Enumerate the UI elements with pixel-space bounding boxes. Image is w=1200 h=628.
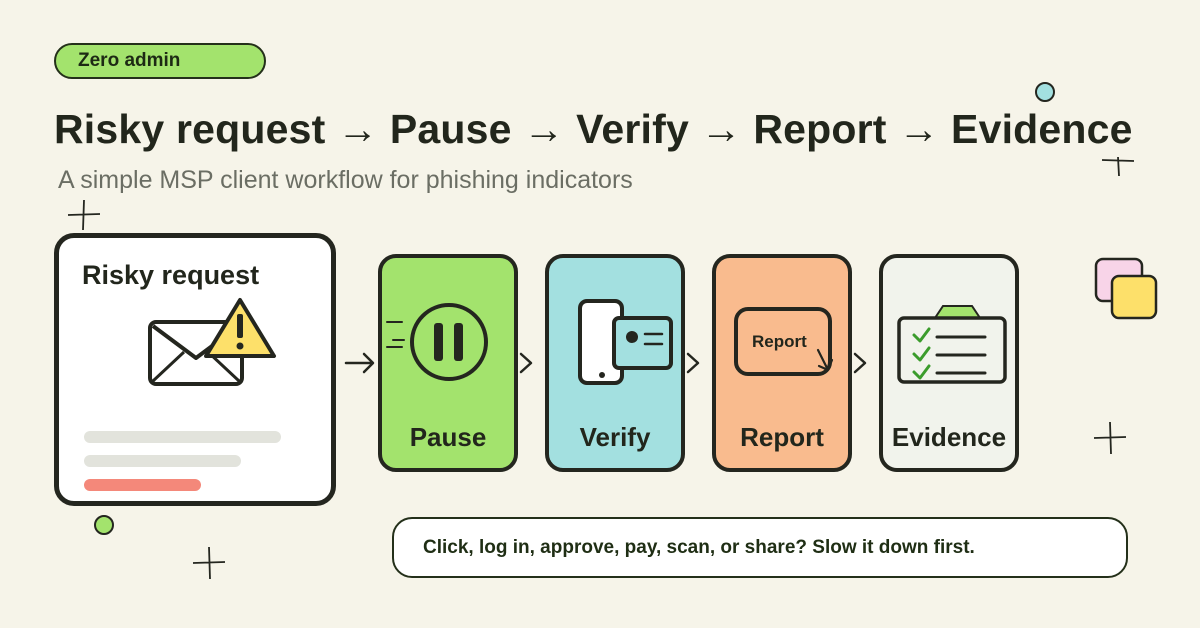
- step-label-verify: Verify: [579, 422, 651, 452]
- arrow-right-icon: [686, 352, 700, 374]
- step-label-evidence: Evidence: [891, 422, 1007, 452]
- decor-circle-icon: [1035, 82, 1055, 102]
- sparkle-icon: [1101, 156, 1135, 177]
- sticky-note-icon: [1110, 274, 1158, 320]
- page-title: Risky request → Pause → Verify → Report …: [54, 106, 1133, 152]
- arrow-right-icon: [853, 352, 867, 374]
- report-box-icon: [734, 307, 832, 376]
- sparkle-icon: [67, 199, 101, 231]
- report-icon-label: Report: [752, 332, 807, 351]
- warning-icon: [204, 298, 276, 358]
- cursor-icon: [816, 348, 834, 372]
- step-label-pause: Pause: [409, 422, 487, 452]
- step-label-report: Report: [740, 422, 824, 452]
- pause-icon: [386, 303, 488, 381]
- sparkle-icon: [1093, 421, 1127, 455]
- placeholder-line: [84, 431, 281, 443]
- alert-line: [84, 479, 201, 491]
- zero-admin-badge: Zero admin: [54, 43, 266, 79]
- arrow-right-icon: [519, 352, 533, 374]
- page-subtitle: A simple MSP client workflow for phishin…: [58, 166, 633, 194]
- placeholder-line: [84, 455, 241, 467]
- risky-request-title: Risky request: [82, 260, 260, 290]
- decor-circle-icon: [94, 515, 114, 535]
- slow-down-callout: Click, log in, approve, pay, scan, or sh…: [392, 517, 1128, 578]
- checklist-icon: [897, 305, 1007, 384]
- arrow-right-icon: [344, 352, 375, 374]
- id-card-icon: [612, 316, 673, 370]
- sparkle-icon: [192, 546, 226, 580]
- phone-icon: [578, 299, 624, 385]
